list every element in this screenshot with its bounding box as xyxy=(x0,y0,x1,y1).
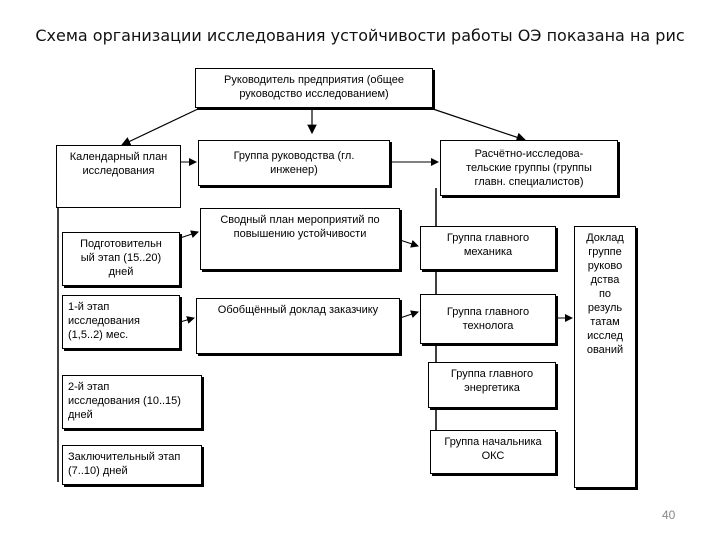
energy-group-label: Группа главного энергетика xyxy=(450,368,534,394)
mech-group-label: Группа главного механика xyxy=(446,232,530,258)
plan-label: Сводный план мероприятий по повышению ус… xyxy=(220,214,380,240)
doklad-label: Доклад группе руково дства по резуль тат… xyxy=(586,232,624,356)
report-label: Обобщённый доклад заказчику xyxy=(217,304,379,316)
mgmt-box: Группа руководства (гл. инженер) xyxy=(198,140,390,186)
calendar-box: Календарный план исследования xyxy=(56,145,181,208)
calc-groups-box: Расчётно-исследова- тельские группы (гру… xyxy=(440,140,618,196)
mech-group-box: Группа главного механика xyxy=(420,226,556,270)
stage1-label: 1-й этап исследования (1,5..2) мес. xyxy=(68,301,140,341)
calendar-label: Календарный план исследования xyxy=(69,151,168,177)
report-box: Обобщённый доклад заказчику xyxy=(196,298,400,354)
oks-group-box: Группа начальника ОКС xyxy=(430,430,556,474)
oks-group-label: Группа начальника ОКС xyxy=(444,436,542,462)
calc-groups-label: Расчётно-исследова- тельские группы (гру… xyxy=(466,148,592,188)
energy-group-box: Группа главного энергетика xyxy=(428,362,556,408)
stage2-label: 2-й этап исследования (10..15) дней xyxy=(68,381,181,421)
slide-title: Схема организации исследования устойчиво… xyxy=(35,26,685,45)
tech-group-label: Группа главного технолога xyxy=(446,306,530,332)
tech-group-box: Группа главного технолога xyxy=(420,294,556,344)
prep-label: Подготовительн ый этап (15..20) дней xyxy=(80,238,162,278)
stage1-box: 1-й этап исследования (1,5..2) мес. xyxy=(62,295,180,349)
final-label: Заключительный этап (7..10) дней xyxy=(68,451,181,477)
plan-box: Сводный план мероприятий по повышению ус… xyxy=(200,208,400,270)
doklad-box: Доклад группе руково дства по резуль тат… xyxy=(574,226,636,488)
head-box: Руководитель предприятия (общее руководс… xyxy=(195,68,433,108)
final-box: Заключительный этап (7..10) дней xyxy=(62,445,202,485)
head-label: Руководитель предприятия (общее руководс… xyxy=(224,74,404,100)
page-number: 40 xyxy=(662,508,676,522)
stage2-box: 2-й этап исследования (10..15) дней xyxy=(62,375,202,429)
mgmt-label: Группа руководства (гл. инженер) xyxy=(233,150,355,176)
prep-box: Подготовительн ый этап (15..20) дней xyxy=(62,232,180,286)
